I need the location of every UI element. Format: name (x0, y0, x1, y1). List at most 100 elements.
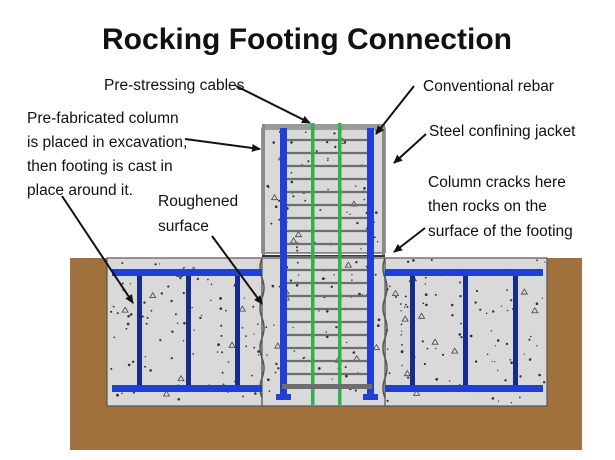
aggregate-dot (304, 131, 307, 133)
aggregate-dot (441, 353, 445, 356)
aggregate-dot (536, 345, 538, 347)
aggregate-dot (325, 140, 329, 144)
aggregate-dot (144, 365, 146, 368)
aggregate-dot (352, 351, 355, 354)
aggregate-dot (241, 327, 244, 329)
label-prefab-column-line1: Pre-fabricated column (27, 110, 179, 127)
aggregate-dot (386, 348, 389, 350)
aggregate-dot (254, 392, 257, 395)
aggregate-dot (129, 283, 132, 285)
aggregate-dot (220, 334, 223, 337)
aggregate-dot (179, 276, 182, 280)
aggregate-dot (407, 376, 410, 379)
aggregate-dot (142, 315, 145, 317)
aggregate-dot (376, 241, 379, 243)
aggregate-dot (519, 375, 522, 378)
aggregate-dot (344, 366, 347, 369)
aggregate-dot (154, 263, 157, 266)
aggregate-dot (270, 222, 273, 225)
aggregate-dot (360, 248, 362, 250)
aggregate-dot (193, 329, 195, 331)
aggregate-dot (295, 284, 299, 287)
aggregate-dot (266, 354, 268, 356)
aggregate-dot (177, 398, 181, 401)
aggregate-dot (257, 350, 260, 353)
aggregate-stone (177, 374, 185, 382)
aggregate-dot (450, 303, 454, 307)
aggregate-dot (510, 361, 513, 365)
aggregate-dot (159, 339, 162, 342)
aggregate-stone (274, 342, 282, 349)
aggregate-dot (143, 301, 146, 304)
aggregate-dot (233, 284, 236, 287)
label-column-cracks-line1: Column cracks here (428, 174, 566, 191)
aggregate-dot (331, 378, 333, 380)
aggregate-dot (251, 374, 253, 377)
aggregate-dot (127, 314, 130, 318)
leader-steel-jacket (393, 133, 427, 164)
aggregate-dot (325, 335, 329, 339)
aggregate-dot (421, 340, 424, 343)
aggregate-dot (327, 159, 329, 162)
aggregate-dot (426, 347, 429, 350)
label-column-cracks-line3: surface of the footing (428, 223, 573, 240)
aggregate-dot (395, 296, 397, 298)
aggregate-dot (354, 185, 357, 187)
label-conventional-rebar: Conventional rebar (423, 78, 554, 95)
aggregate-dot (518, 396, 521, 399)
aggregate-stone (294, 230, 303, 238)
column-rebar-right (367, 128, 374, 398)
aggregate-dot (304, 199, 307, 202)
aggregate-dot (150, 309, 153, 312)
aggregate-dot (159, 263, 161, 265)
cable-anchor-plate (282, 384, 372, 389)
aggregate-dot (274, 371, 277, 374)
aggregate-dot (423, 362, 426, 366)
column-rebar-foot-right (363, 394, 378, 400)
aggregate-stone (162, 390, 171, 397)
aggregate-dot (528, 338, 531, 341)
aggregate-stone (344, 261, 353, 268)
aggregate-dot (324, 277, 326, 280)
leader-roughened-surface (211, 235, 263, 305)
aggregate-dot (121, 262, 124, 264)
aggregate-dot (207, 278, 209, 281)
aggregate-dot (217, 343, 221, 347)
aggregate-dot (356, 221, 359, 225)
aggregate-dot (500, 305, 503, 307)
aggregate-dot (273, 324, 275, 326)
aggregate-dot (183, 266, 185, 269)
aggregate-stone (451, 347, 459, 354)
aggregate-dot (171, 330, 174, 333)
aggregate-dot (290, 141, 293, 144)
aggregate-dot (325, 331, 328, 333)
aggregate-dot (460, 336, 463, 339)
aggregate-dot (491, 397, 495, 400)
steel-jacket-side-left (262, 124, 265, 255)
aggregate-dot (227, 361, 230, 363)
aggregate-dot (200, 314, 203, 316)
aggregate-stone (149, 291, 157, 299)
aggregate-dot (479, 308, 482, 311)
aggregate-dot (491, 360, 493, 363)
aggregate-dot (424, 276, 427, 279)
aggregate-dot (257, 323, 259, 326)
aggregate-dot (374, 273, 377, 276)
aggregate-dot (234, 283, 236, 285)
label-roughened-line2: surface (158, 218, 209, 235)
aggregate-dot (485, 312, 488, 315)
leader-prestressing-cables (235, 85, 311, 124)
prestressing-cable-right (338, 123, 342, 405)
aggregate-dot (243, 297, 245, 299)
aggregate-dot (191, 306, 193, 309)
aggregate-dot (210, 283, 213, 286)
aggregate-stone (412, 389, 421, 396)
aggregate-dot (469, 334, 473, 338)
aggregate-dot (144, 356, 146, 358)
aggregate-dot (494, 345, 497, 347)
aggregate-dot (225, 309, 227, 312)
aggregate-dot (289, 279, 292, 282)
aggregate-dot (386, 399, 389, 402)
aggregate-dot (315, 150, 318, 152)
aggregate-dot (296, 261, 299, 264)
